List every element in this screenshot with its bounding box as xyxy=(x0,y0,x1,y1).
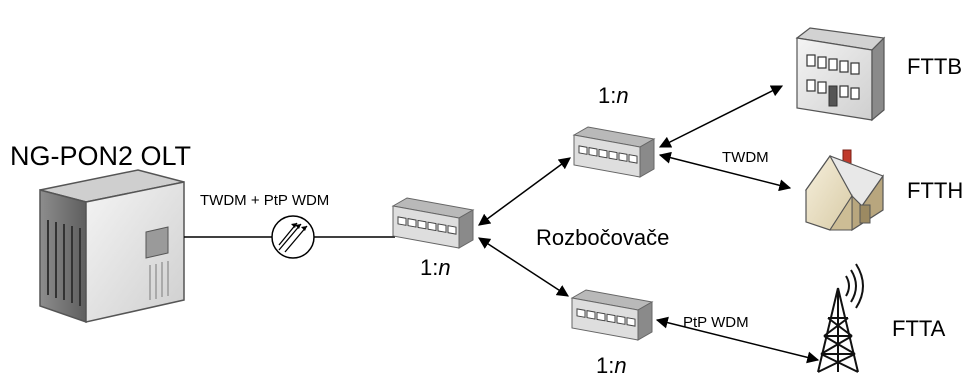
main-to-lower-arrow xyxy=(477,237,570,297)
upper-splitter-icon xyxy=(573,126,655,178)
lower-to-ftta-arrow xyxy=(655,316,820,364)
upper-to-ftth-arrow xyxy=(658,151,792,192)
wdm-multiplexer-icon xyxy=(271,215,315,259)
main-splitter-ratio: 1:n xyxy=(420,255,451,280)
main-splitter-icon xyxy=(392,197,474,249)
building-icon xyxy=(795,27,886,122)
ftta-label: FTTA xyxy=(892,316,946,341)
ftth-label: FTTH xyxy=(907,178,963,203)
upper-splitter-ratio: 1:n xyxy=(598,83,629,108)
fttb-label: FTTB xyxy=(907,54,962,79)
house-icon xyxy=(805,149,884,232)
lower-splitter-icon xyxy=(571,289,653,341)
ptp-wdm-label: PtP WDM xyxy=(683,314,749,331)
olt-server-icon xyxy=(39,169,185,324)
lower-splitter-ratio: 1:n xyxy=(596,353,627,378)
trunk-label: TWDM + PtP WDM xyxy=(200,192,329,209)
splitters-label: Rozbočovače xyxy=(536,225,669,250)
antenna-tower-icon xyxy=(817,263,864,373)
olt-label: NG-PON2 OLT xyxy=(10,141,191,171)
main-to-upper-arrow xyxy=(478,157,571,226)
upper-to-fttb-arrow xyxy=(658,85,784,148)
twdm-label: TWDM xyxy=(722,149,769,166)
